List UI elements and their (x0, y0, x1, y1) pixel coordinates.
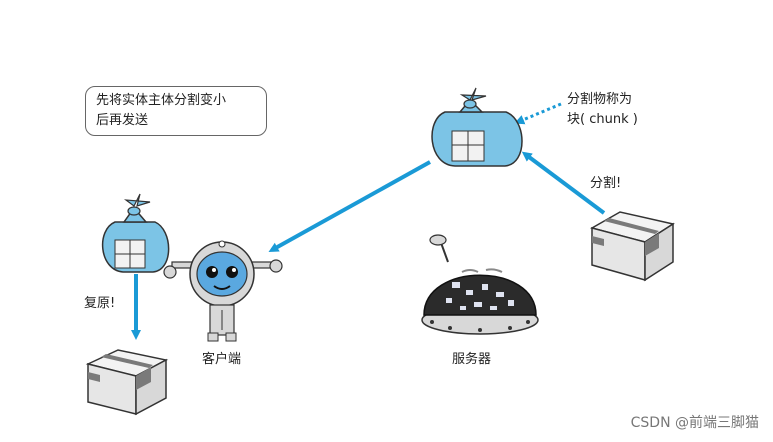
client-robot-icon (163, 240, 283, 342)
chunk-bundle-icon (431, 87, 523, 167)
arrow-split-to-chunk (521, 151, 606, 215)
restore-label: 复原! (84, 296, 116, 311)
server-icon (421, 234, 539, 335)
note-callout: 先将实体主体分割变小 后再发送 (85, 86, 267, 136)
chunk-label-line-2: 块( chunk ) (567, 112, 638, 127)
chunk-label-line-1: 分割物称为 (567, 92, 633, 107)
watermark: CSDN @前端三脚猫 (630, 415, 759, 431)
server-label: 服务器 (452, 352, 492, 367)
restored-box-icon (85, 349, 169, 416)
note-line-1: 先将实体主体分割变小 (96, 93, 227, 108)
arrow-chunk-pointer (514, 102, 562, 125)
client-label: 客户端 (202, 352, 242, 367)
split-label: 分割! (590, 176, 622, 191)
note-line-2: 后再发送 (96, 113, 149, 128)
restored-bundle-icon (101, 193, 170, 273)
package-box-icon (590, 211, 675, 282)
arrow-chunk-to-client (268, 160, 431, 252)
